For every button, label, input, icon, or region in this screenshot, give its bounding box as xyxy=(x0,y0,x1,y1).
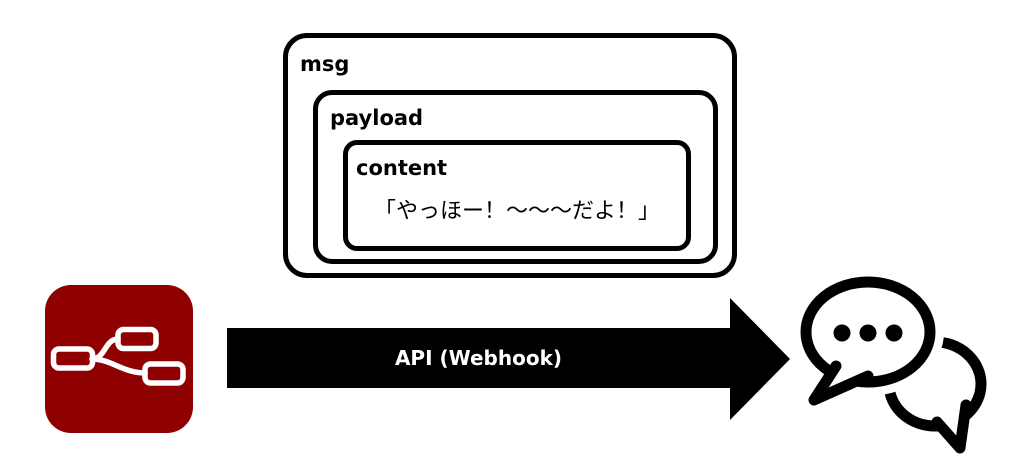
msg-box-label: msg xyxy=(300,52,350,76)
node-red-icon xyxy=(45,285,193,433)
content-value-text: 「やっほー！～～～だよ！」 xyxy=(373,199,660,225)
content-box: content 「やっほー！～～～だよ！」 xyxy=(343,140,691,251)
payload-box: payload content 「やっほー！～～～だよ！」 xyxy=(313,90,718,264)
node-bottom-right xyxy=(142,361,186,386)
msg-box: msg payload content 「やっほー！～～～だよ！」 xyxy=(283,33,737,278)
arrow-right-icon xyxy=(227,298,790,420)
node-red-flow-glyph xyxy=(50,326,186,386)
front-chat-bubble xyxy=(800,276,936,406)
node-red-icon-background xyxy=(45,285,193,433)
wire-down xyxy=(89,356,148,376)
arrow-label: API (Webhook) xyxy=(394,346,563,370)
payload-box-label: payload xyxy=(330,106,424,130)
chat-bubbles-icon xyxy=(798,272,987,454)
node-top-right xyxy=(115,326,159,352)
arrow-right-shape xyxy=(227,298,790,420)
content-box-label: content xyxy=(356,156,448,180)
typing-dots xyxy=(833,324,903,342)
node-left xyxy=(50,346,96,371)
